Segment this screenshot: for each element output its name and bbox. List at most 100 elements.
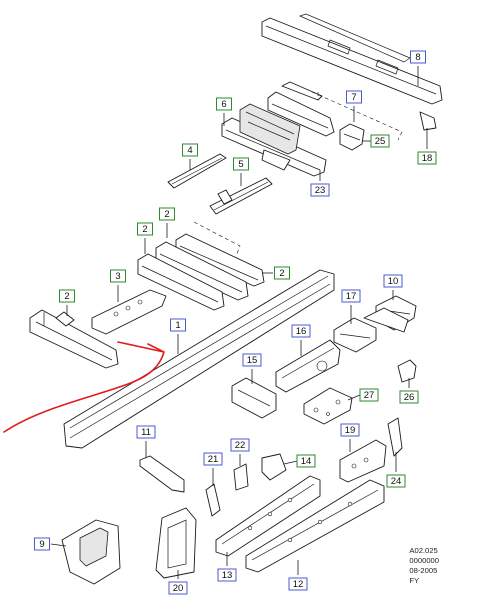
callout-number: 13	[222, 570, 233, 581]
callout-box	[417, 151, 437, 165]
callout-box	[383, 274, 403, 288]
callout-number: 1	[175, 320, 180, 331]
callout-c18: 18	[417, 151, 437, 165]
callout-number: 19	[345, 425, 356, 436]
callout-number: 4	[187, 145, 192, 156]
reference-date: 08-2005	[409, 566, 438, 575]
callout-number: 8	[415, 52, 420, 63]
reference-number: 0000000	[409, 556, 439, 565]
callout-number: 2	[164, 209, 169, 220]
callout-box	[296, 454, 316, 468]
callout-number: 18	[422, 153, 433, 164]
part-22-block	[233, 463, 249, 491]
callout-number: 25	[375, 136, 386, 147]
callout-c17: 17	[341, 289, 361, 303]
callout-c20: 20	[168, 581, 188, 595]
reference-suffix: FY	[409, 576, 420, 585]
callout-box	[310, 183, 330, 197]
callout-number: 14	[301, 456, 312, 467]
callout-box	[168, 581, 188, 595]
callout-c25: 25	[370, 134, 390, 148]
callout-number: 7	[351, 92, 356, 103]
part-13-inner-panel	[215, 475, 321, 557]
callout-box	[34, 537, 50, 551]
callout-box	[359, 388, 379, 402]
callout-c2d: 2	[59, 289, 75, 303]
callout-box	[217, 568, 237, 582]
callout-box	[410, 50, 426, 64]
part-27-plate	[303, 387, 353, 425]
part-4-rail	[167, 153, 227, 189]
callout-c2a: 2	[159, 207, 175, 221]
part-25-bracket	[339, 123, 365, 151]
part-2-channel-c	[137, 253, 225, 311]
callout-box	[203, 452, 223, 466]
part-26-clip	[397, 359, 417, 383]
callout-box	[288, 577, 308, 591]
part-16-member	[275, 339, 341, 393]
callout-box	[291, 324, 311, 338]
part-2-channel-d	[29, 309, 119, 369]
callout-c11: 11	[136, 425, 156, 439]
callout-box	[346, 90, 362, 104]
part-11-strap	[139, 455, 185, 493]
callout-box	[110, 269, 126, 283]
group-2-dashed-guide	[193, 221, 241, 257]
callout-number: 24	[391, 476, 402, 487]
part-17-bracket	[333, 307, 409, 353]
callout-c5: 5	[233, 157, 249, 171]
callout-c7: 7	[346, 90, 362, 104]
callout-number: 9	[39, 539, 44, 550]
callout-number: 6	[221, 99, 226, 110]
callout-number: 5	[238, 159, 243, 170]
callout-box	[370, 134, 390, 148]
callout-c21: 21	[203, 452, 223, 466]
callout-number: 22	[235, 440, 246, 451]
part-18-bracket	[419, 111, 437, 131]
callout-number: 2	[279, 268, 284, 279]
part-21-strut	[205, 483, 221, 517]
callout-c23: 23	[310, 183, 330, 197]
callout-c8: 8	[410, 50, 426, 64]
part-8-top-rail	[261, 13, 443, 105]
callout-number: 12	[293, 579, 304, 590]
callout-c24: 24	[386, 474, 406, 488]
part-9-corner-casting	[61, 519, 121, 585]
callout-box	[59, 289, 75, 303]
callout-number: 26	[404, 392, 415, 403]
callout-c22: 22	[230, 438, 250, 452]
red-annotation-arrow	[3, 341, 165, 433]
part-24-post	[387, 417, 403, 457]
callout-c10: 10	[383, 274, 403, 288]
part-7-crossmember	[267, 81, 335, 137]
callout-c4: 4	[182, 143, 198, 157]
callout-c3: 3	[110, 269, 126, 283]
callout-box	[399, 390, 419, 404]
callout-c27: 27	[359, 388, 379, 402]
callout-c16: 16	[291, 324, 311, 338]
callout-number: 15	[247, 355, 258, 366]
callout-number: 16	[296, 326, 307, 337]
callout-box	[137, 222, 153, 236]
callout-c15: 15	[242, 353, 262, 367]
callout-c1: 1	[170, 318, 186, 332]
part-6-frame	[221, 103, 327, 177]
callout-number: 23	[315, 185, 326, 196]
callout-number: 20	[173, 583, 184, 594]
callout-number: 11	[141, 427, 151, 438]
callout-box	[242, 353, 262, 367]
callout-box	[170, 318, 186, 332]
drawing-reference: A02.025 0000000 08-2005 FY	[409, 546, 439, 586]
callout-number: 2	[64, 291, 69, 302]
callout-c2c: 2	[274, 266, 290, 280]
callout-c6: 6	[216, 97, 232, 111]
part-15-bracket	[231, 377, 277, 419]
callout-box	[159, 207, 175, 221]
part-7-dashed-guide	[311, 91, 403, 141]
part-20-pillar	[155, 507, 197, 579]
callout-c26: 26	[399, 390, 419, 404]
callout-number: 2	[142, 224, 147, 235]
callout-box	[386, 474, 406, 488]
